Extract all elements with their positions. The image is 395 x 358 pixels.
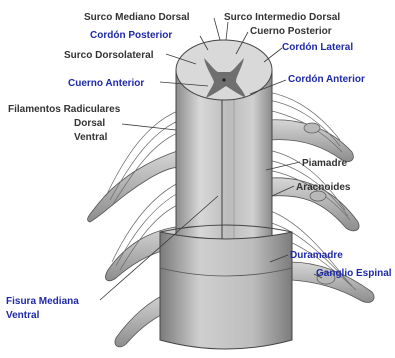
label-cordon-posterior: Cordón Posterior [90,30,172,41]
label-surco-dorsolateral: Surco Dorsolateral [64,50,154,61]
label-surco-mediano-dorsal: Surco Mediano Dorsal [84,12,190,23]
central-canal [222,78,225,81]
label-piamadre: Piamadre [302,158,347,169]
label-dorsal: Dorsal [74,118,105,129]
label-cuerno-anterior: Cuerno Anterior [68,78,144,89]
label-aracnoides: Aracnoides [296,182,351,193]
label-fisura-ventral: Ventral [6,310,40,321]
label-ganglio-espinal: Ganglio Espinal [316,268,392,279]
label-surco-intermedio-dorsal: Surco Intermedio Dorsal [224,12,340,23]
label-cordon-lateral: Cordón Lateral [282,42,353,53]
label-filamentos-radiculares: Filamentos Radiculares [8,104,121,115]
label-cordon-anterior: Cordón Anterior [288,74,365,85]
label-cuerno-posterior: Cuerno Posterior [250,26,332,37]
label-ventral: Ventral [74,132,108,143]
label-duramadre: Duramadre [290,250,343,261]
dura-sheath [160,225,292,349]
label-fisura-mediana: Fisura Mediana [6,296,79,307]
